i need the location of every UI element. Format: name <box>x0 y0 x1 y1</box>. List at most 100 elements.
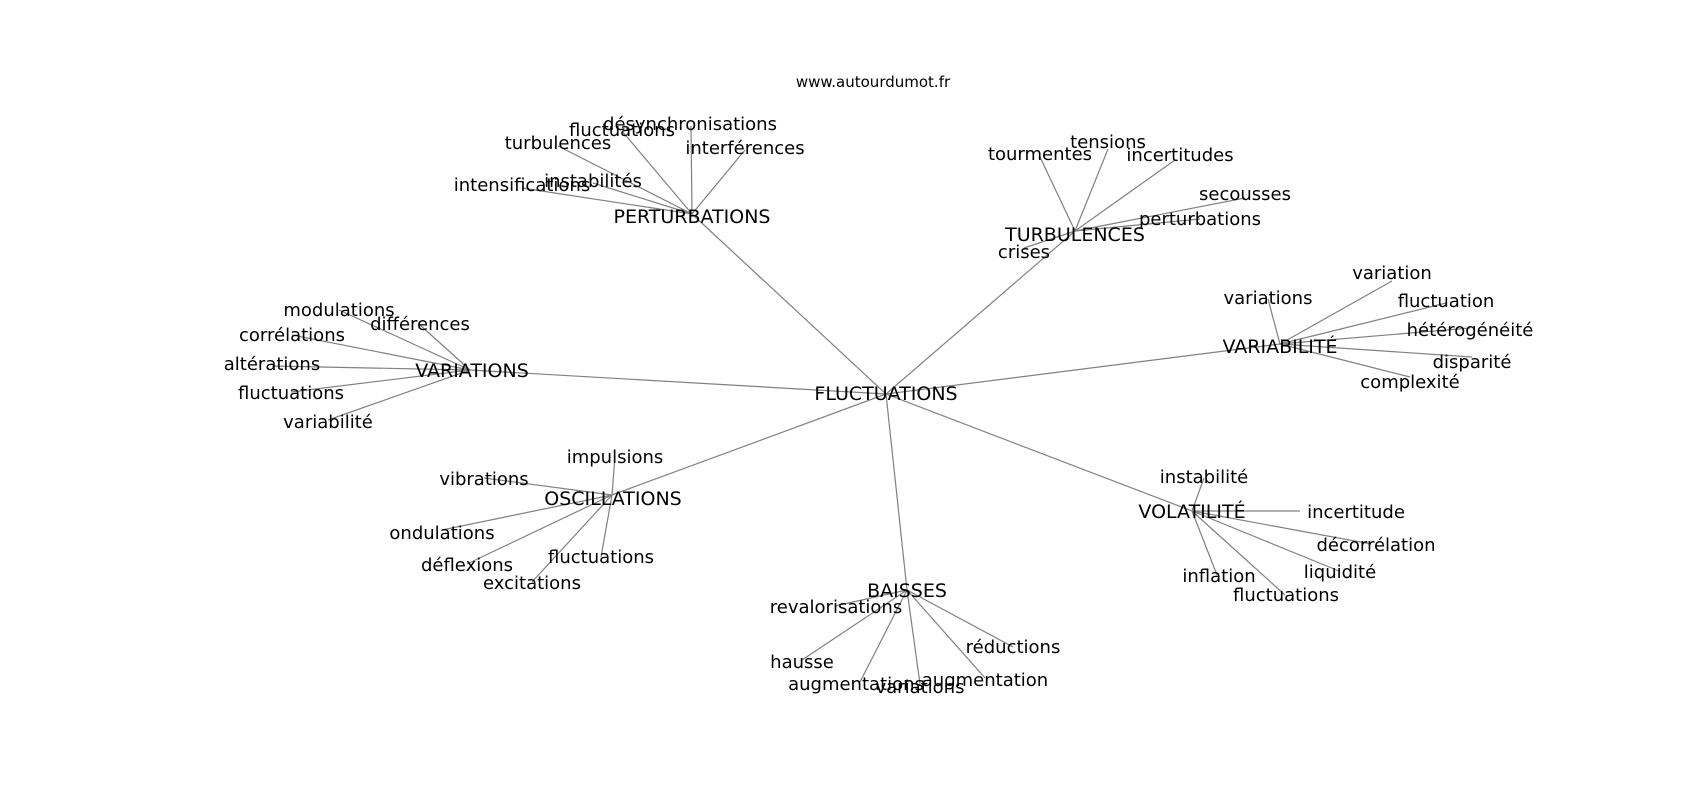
edge-volatilite-5 <box>1191 510 1286 596</box>
edge-center-variabilite <box>885 343 1281 395</box>
edge-layer <box>271 125 1473 685</box>
edge-perturbations-3 <box>691 149 746 215</box>
edge-perturbations-1 <box>621 130 693 215</box>
edge-variabilite-5 <box>1279 343 1411 378</box>
word-perturbations-3: interférences <box>685 138 804 159</box>
word-baisses-0: revalorisations <box>770 597 902 618</box>
word-variabilite-5: complexité <box>1360 372 1459 393</box>
word-turbulences-5: crises <box>998 242 1050 263</box>
word-baisses-4: augmentation <box>922 670 1048 691</box>
word-oscillations-3: déflexions <box>421 555 513 576</box>
site-url: www.autourdumot.fr <box>796 73 951 91</box>
word-oscillations-4: fluctuations <box>548 547 654 568</box>
edge-perturbations-5 <box>521 187 693 215</box>
word-turbulences-0: tensions <box>1070 132 1146 153</box>
hub-turbulences: TURBULENCES <box>1004 224 1145 246</box>
word-volatilite-4: inflation <box>1182 566 1255 587</box>
word-perturbations-5: intensifications <box>454 175 590 196</box>
word-oscillations-1: vibrations <box>439 469 528 490</box>
edge-variabilite-2 <box>1279 302 1447 345</box>
word-variations-1: différences <box>370 314 470 335</box>
edge-volatilite-4 <box>1191 510 1218 576</box>
edge-oscillations-4 <box>600 494 613 558</box>
edge-perturbations-0 <box>690 125 693 215</box>
edge-turbulences-2 <box>1074 159 1176 232</box>
word-oscillations-0: impulsions <box>567 447 664 468</box>
word-volatilite-0: instabilité <box>1160 467 1248 488</box>
hub-baisses: BAISSES <box>867 580 947 602</box>
edge-volatilite-3 <box>1191 510 1340 572</box>
edge-center-variations <box>469 369 887 395</box>
word-baisses-5: réductions <box>966 637 1061 658</box>
word-baisses-2: augmentations <box>788 674 924 695</box>
word-turbulences-4: perturbations <box>1139 209 1261 230</box>
edge-oscillations-2 <box>441 494 613 531</box>
edge-variabilite-3 <box>1279 327 1471 345</box>
edge-variations-2 <box>291 334 471 371</box>
hub-variations: VARIATIONS <box>415 360 529 382</box>
edge-center-volatilite <box>885 393 1193 512</box>
word-variations-0: modulations <box>283 300 394 321</box>
edge-turbulences-4 <box>1074 218 1201 232</box>
word-volatilite-5: fluctuations <box>1233 585 1339 606</box>
edge-baisses-0 <box>834 589 908 607</box>
edge-baisses-3 <box>906 589 921 685</box>
hub-perturbations: PERTURBATIONS <box>614 206 771 228</box>
word-turbulences-2: incertitudes <box>1126 145 1233 166</box>
edge-baisses-4 <box>906 589 986 679</box>
word-baisses-3: variations <box>876 677 965 698</box>
edge-oscillations-1 <box>483 477 613 496</box>
edge-baisses-1 <box>801 589 908 661</box>
edge-turbulences-5 <box>1023 230 1076 249</box>
edge-variabilite-4 <box>1279 343 1473 358</box>
edge-variations-3 <box>271 365 471 371</box>
word-variabilite-1: variation <box>1352 263 1432 284</box>
word-perturbations-2: turbulences <box>505 133 612 154</box>
edge-oscillations-3 <box>466 494 613 565</box>
edge-variations-0 <box>338 309 471 371</box>
word-volatilite-3: liquidité <box>1304 562 1376 583</box>
word-perturbations-0: désynchronisations <box>603 114 777 135</box>
word-variabilite-4: disparité <box>1433 352 1512 373</box>
edge-variations-1 <box>419 324 471 371</box>
edge-turbulences-0 <box>1074 148 1109 232</box>
word-turbulences-3: secousses <box>1199 184 1291 205</box>
word-variations-4: fluctuations <box>238 383 344 404</box>
edge-volatilite-0 <box>1191 477 1205 512</box>
edge-perturbations-2 <box>557 145 693 215</box>
edge-variations-4 <box>290 369 471 393</box>
hub-variabilite: VARIABILITÉ <box>1222 335 1337 358</box>
word-variations-3: altérations <box>224 354 320 375</box>
edge-variations-5 <box>327 369 471 421</box>
edge-turbulences-1 <box>1039 156 1076 232</box>
edge-baisses-2 <box>859 589 908 683</box>
edge-perturbations-4 <box>592 182 693 215</box>
word-variabilite-2: fluctuation <box>1398 291 1495 312</box>
edge-oscillations-5 <box>531 494 613 583</box>
word-turbulences-1: tourmentes <box>988 144 1092 165</box>
word-perturbations-1: fluctuations <box>569 120 675 141</box>
edge-center-perturbations <box>691 213 887 395</box>
word-variations-2: corrélations <box>239 325 345 346</box>
edge-baisses-5 <box>906 589 1014 648</box>
label-layer: www.autourdumot.fr FLUCTUATIONS désynchr… <box>224 73 1534 698</box>
word-volatilite-2: décorrélation <box>1316 535 1435 556</box>
edge-volatilite-2 <box>1191 510 1372 545</box>
hub-oscillations: OSCILLATIONS <box>544 488 681 510</box>
word-baisses-1: hausse <box>770 652 834 673</box>
word-variations-5: variabilité <box>283 412 373 433</box>
word-variabilite-3: hétérogénéité <box>1407 320 1534 341</box>
edge-variabilite-1 <box>1279 280 1393 345</box>
edge-center-baisses <box>885 393 908 591</box>
edge-center-turbulences <box>885 230 1076 395</box>
word-oscillations-2: ondulations <box>389 523 494 544</box>
center-word: FLUCTUATIONS <box>814 383 957 405</box>
word-volatilite-1: incertitude <box>1307 502 1405 523</box>
word-variabilite-0: variations <box>1224 288 1313 309</box>
edge-variabilite-0 <box>1267 298 1281 345</box>
hub-volatilite: VOLATILITÉ <box>1138 500 1245 523</box>
edge-oscillations-0 <box>611 455 616 496</box>
word-perturbations-4: instabilités <box>544 171 642 192</box>
